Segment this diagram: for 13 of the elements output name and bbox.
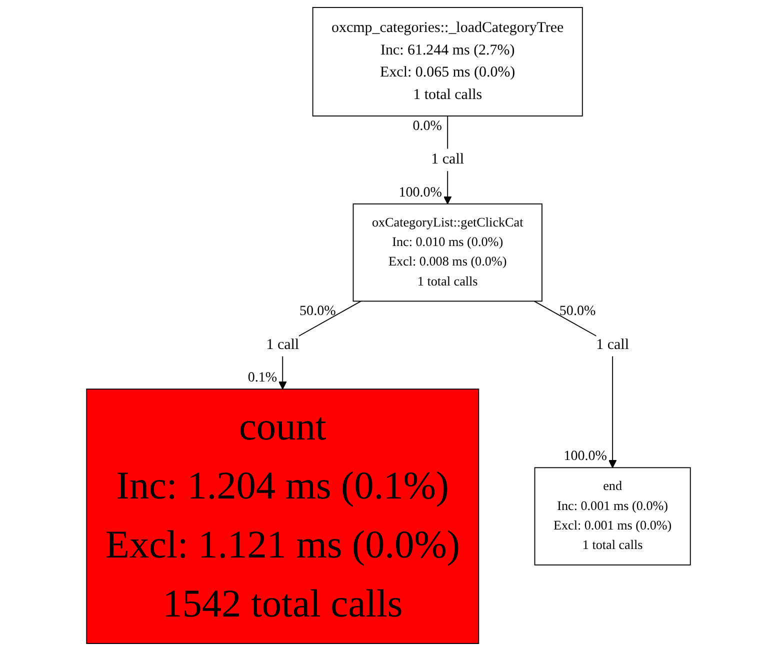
edge-end-label: 0.1%: [248, 370, 278, 386]
edge-end-label: 100.0%: [564, 448, 607, 464]
edge-end-label: 100.0%: [398, 184, 442, 200]
node-box: oxcmp_categories::_loadCategoryTree Inc: 61.244 ms (2.7%) Excl: 0.065 ms (0.0%) 1 total calls: [312, 7, 583, 116]
edge-label: 1 call: [596, 336, 629, 353]
edge-end-label: 50.0%: [300, 303, 336, 320]
edge-end-label: 0.0%: [412, 118, 442, 134]
node-box: count Inc: 1.204 ms (0.1%) Excl: 1.121 ms (0.0%) 1542 total calls: [86, 388, 480, 644]
edge-label: 1 call: [431, 152, 464, 168]
node-box: oxCategoryList::getClickCat Inc: 0.010 ms (0.0%) Excl: 0.008 ms (0.0%) 1 total calls: [352, 203, 542, 302]
node-box: end Inc: 0.001 ms (0.0%) Excl: 0.001 ms (0.0%) 1 total calls: [534, 467, 691, 566]
edge-label: 1 call: [266, 336, 300, 353]
edge-end-label: 50.0%: [559, 303, 596, 320]
